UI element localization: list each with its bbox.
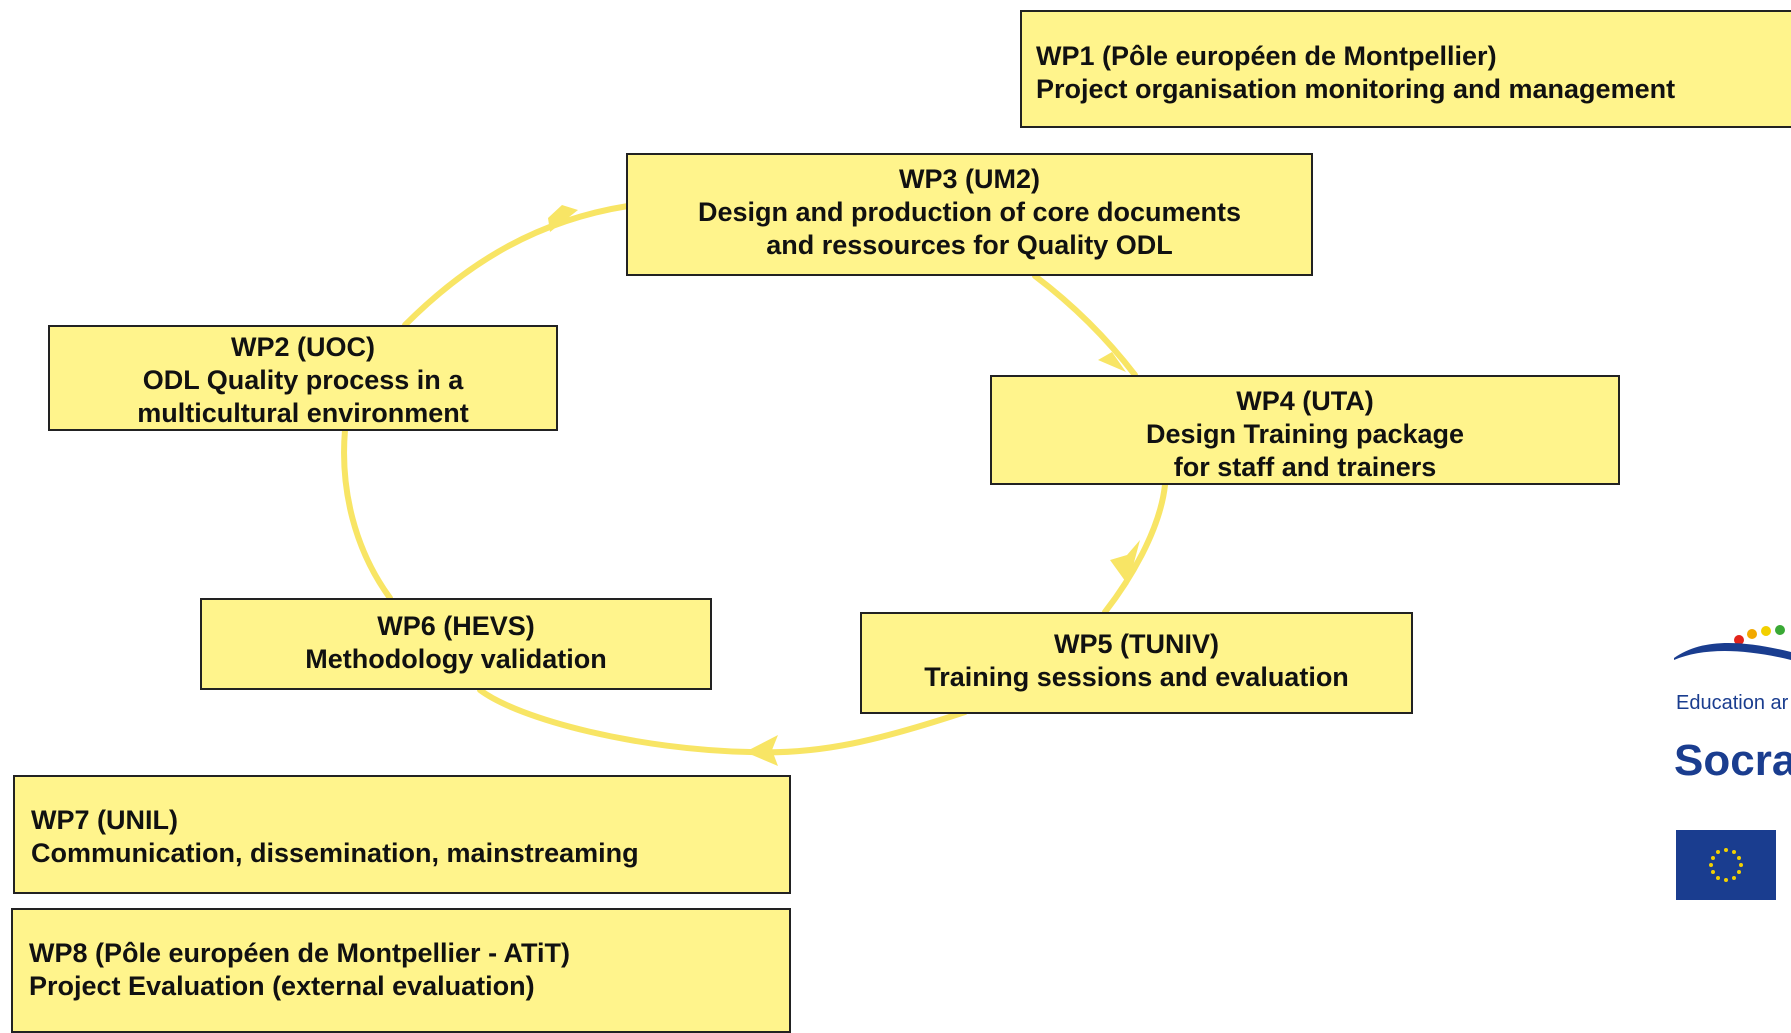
wp4-title: WP4 (UTA) (1236, 386, 1374, 416)
wp5-title: WP5 (TUNIV) (1054, 629, 1219, 659)
wp3-line2: and ressources for Quality ODL (766, 230, 1173, 260)
wp2-line2: multicultural environment (137, 398, 469, 428)
wp7-desc: Communication, dissemination, mainstream… (31, 838, 639, 868)
wp2-title: WP2 (UOC) (231, 332, 375, 362)
arrow-wp2-to-wp3 (402, 203, 631, 328)
wp4-box: WP4 (UTA) Design Training package for st… (990, 375, 1620, 485)
wp2-box: WP2 (UOC) ODL Quality process in a multi… (48, 325, 558, 431)
arrowhead-wp3 (548, 205, 578, 232)
swoosh-icon (1674, 625, 1791, 660)
wp1-title: WP1 (Pôle européen de Montpellier) (1036, 41, 1497, 71)
wp3-title: WP3 (UM2) (899, 164, 1040, 194)
wp1-box: WP1 (Pôle européen de Montpellier) Proje… (1020, 10, 1791, 128)
eu-flag-icon (1676, 830, 1776, 900)
wp1-desc: Project organisation monitoring and mana… (1036, 74, 1676, 104)
wp8-title: WP8 (Pôle européen de Montpellier - ATiT… (29, 938, 571, 968)
wp3-line1: Design and production of core documents (697, 197, 1242, 227)
wp5-box: WP5 (TUNIV) Training sessions and evalua… (860, 612, 1413, 714)
arrowhead-wp5 (1110, 540, 1140, 585)
wp7-title: WP7 (UNIL) (31, 805, 178, 835)
wp6-title: WP6 (HEVS) (377, 611, 535, 641)
wp6-line1: Methodology validation (305, 644, 607, 674)
wp8-desc: Project Evaluation (external evaluation) (29, 971, 535, 1001)
wp4-line2: for staff and trainers (1173, 452, 1437, 482)
logo-name: Socra (1674, 736, 1791, 785)
arrowhead-wp4 (1098, 342, 1126, 372)
wp5-line1: Training sessions and evaluation (924, 662, 1349, 692)
wp4-line1: Design Training package (1145, 419, 1465, 449)
socrates-logo: Education ar Socra (1672, 600, 1791, 910)
arrow-wp3-to-wp4 (1032, 273, 1138, 378)
logo-caption: Education ar (1676, 692, 1789, 714)
wp8-box: WP8 (Pôle européen de Montpellier - ATiT… (11, 908, 791, 1033)
wp7-box: WP7 (UNIL) Communication, dissemination,… (13, 775, 791, 894)
arrowhead-wp6 (745, 735, 778, 766)
wp2-line1: ODL Quality process in a (142, 365, 464, 395)
arrow-wp4-to-wp5 (1102, 482, 1168, 615)
arrow-wp6-to-wp2 (341, 427, 393, 601)
wp6-box: WP6 (HEVS) Methodology validation (200, 598, 712, 690)
wp3-box: WP3 (UM2) Design and production of core … (626, 153, 1313, 276)
